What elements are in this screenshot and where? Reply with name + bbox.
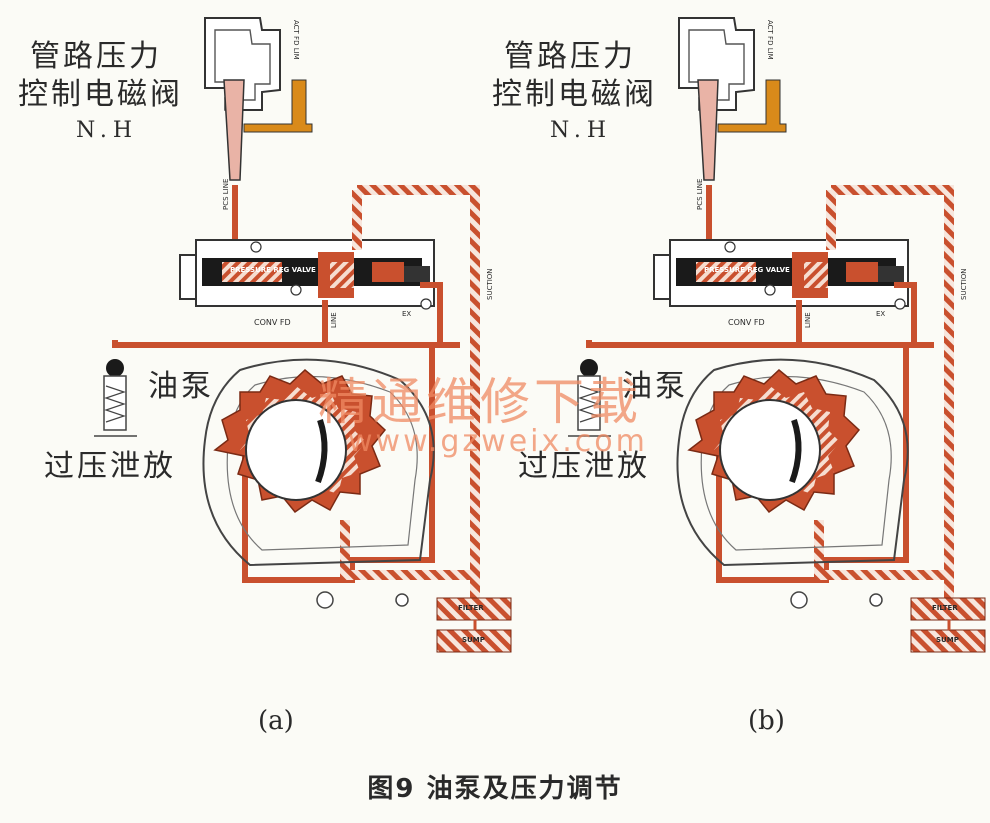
- watermark-cn: 精通维修下载: [318, 373, 642, 431]
- panel-b-solenoid-label-1: 管路压力: [504, 39, 636, 74]
- panel-b-relief-label: 过压泄放: [518, 449, 650, 484]
- panel-b-act-fd: ACT FD LIM: [766, 20, 774, 60]
- panel-a-act-fd: ACT FD LIM: [292, 20, 300, 60]
- panel-a-sump: SUMP: [462, 636, 485, 644]
- panel-b-valve-text: PRESSURE REG VALVE: [704, 266, 790, 274]
- panel-b-conv-fd: CONV FD: [728, 318, 765, 327]
- panel-b-pump-label: 油泵: [622, 369, 688, 404]
- panel-a-line: LINE: [330, 312, 338, 328]
- panel-a-conv-fd: CONV FD: [254, 318, 291, 327]
- panel-b-suction: SUCTION: [960, 268, 968, 300]
- panel-b-solenoid-label-3: N.H: [550, 118, 613, 143]
- panel-a-sublabel: (a): [258, 706, 294, 736]
- panel-b-ex: EX: [876, 310, 886, 318]
- panel-b-sublabel: (b): [748, 706, 785, 736]
- panel-a-solenoid-label-1: 管路压力: [30, 39, 162, 74]
- panel-a-solenoid-label-2: 控制电磁阀: [18, 77, 183, 112]
- panel-b-pcs-line: PCS LINE: [696, 178, 704, 210]
- panel-a-relief-label: 过压泄放: [44, 449, 176, 484]
- panel-b-solenoid-label-2: 控制电磁阀: [492, 77, 657, 112]
- panel-b-sump: SUMP: [936, 636, 959, 644]
- watermark-url: www.gzweix.com: [348, 424, 648, 459]
- panel-a-pump-label: 油泵: [148, 369, 214, 404]
- panel-a-suction: SUCTION: [486, 268, 494, 300]
- panel-b-line: LINE: [804, 312, 812, 328]
- panel-a-pcs-line: PCS LINE: [222, 178, 230, 210]
- panel-a-valve-text: PRESSURE REG VALVE: [230, 266, 316, 274]
- panel-a-filter: FILTER: [458, 604, 484, 612]
- panel-a-solenoid-label-3: N.H: [76, 118, 139, 143]
- figure-caption: 图9 油泵及压力调节: [367, 774, 623, 804]
- panel-a-ex: EX: [402, 310, 412, 318]
- panel-b-filter: FILTER: [932, 604, 958, 612]
